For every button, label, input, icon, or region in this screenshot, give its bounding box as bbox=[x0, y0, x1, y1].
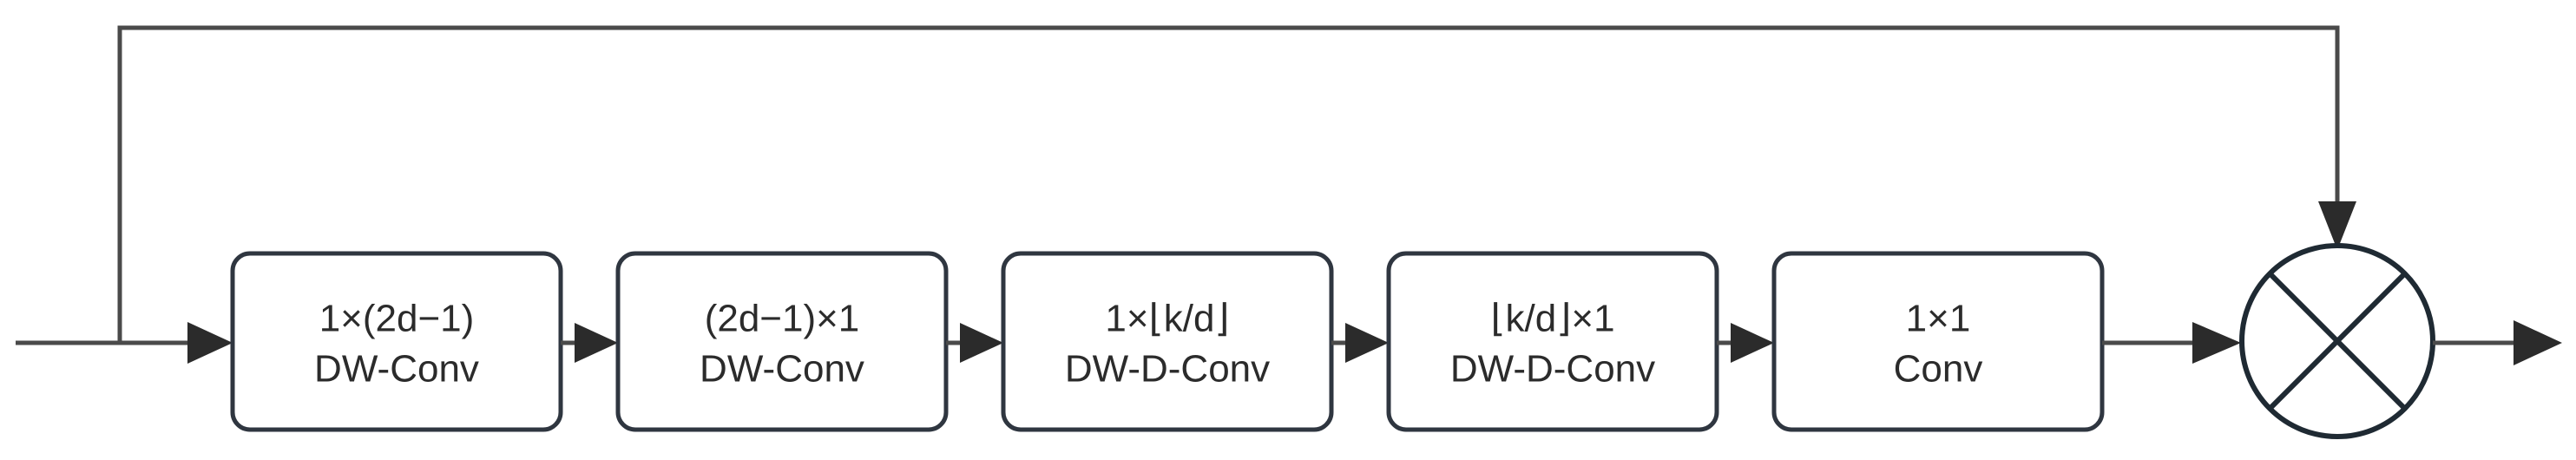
elementwise-multiply-node[interactable] bbox=[2239, 243, 2435, 439]
block-1[interactable]: 1×(2d−1) DW-Conv bbox=[230, 251, 563, 432]
block-2-label-line2: DW-Conv bbox=[700, 348, 864, 391]
block-2-label-line1: (2d−1)×1 bbox=[705, 298, 860, 340]
block-4[interactable]: ⌊k/d⌋×1 DW-D-Conv bbox=[1386, 251, 1719, 432]
block-3-rect[interactable] bbox=[1001, 251, 1334, 432]
block-5[interactable]: 1×1 Conv bbox=[1771, 251, 2105, 432]
block-1-rect[interactable] bbox=[230, 251, 563, 432]
block-5-label-line2: Conv bbox=[1894, 348, 1983, 391]
arrow-4-5 bbox=[1717, 323, 1774, 363]
block-2[interactable]: (2d−1)×1 DW-Conv bbox=[615, 251, 949, 432]
block-4-label-line1: ⌊k/d⌋×1 bbox=[1490, 298, 1614, 340]
multiply-cross-stroke-b bbox=[2267, 271, 2408, 411]
block-2-rect[interactable] bbox=[615, 251, 949, 432]
block-3-label-line2: DW-D-Conv bbox=[1065, 348, 1270, 391]
arrow-5-mul bbox=[2102, 322, 2241, 364]
skip-connection-path bbox=[117, 25, 2340, 343]
skip-arrow-into-multiply bbox=[2318, 201, 2356, 250]
arrow-1-2 bbox=[561, 323, 618, 363]
block-1-label-line1: 1×(2d−1) bbox=[319, 298, 475, 340]
arrow-3-4 bbox=[1331, 323, 1389, 363]
block-4-rect[interactable] bbox=[1386, 251, 1719, 432]
block-3-label-line1: 1×⌊k/d⌋ bbox=[1105, 298, 1229, 340]
block-5-label-line1: 1×1 bbox=[1906, 298, 1971, 340]
arrow-2-3 bbox=[946, 323, 1003, 363]
block-5-rect[interactable] bbox=[1771, 251, 2105, 432]
block-1-label-line2: DW-Conv bbox=[314, 348, 479, 391]
input-arrow bbox=[187, 322, 233, 364]
output-arrow bbox=[2433, 320, 2562, 365]
block-3[interactable]: 1×⌊k/d⌋ DW-D-Conv bbox=[1001, 251, 1334, 432]
block-4-label-line2: DW-D-Conv bbox=[1450, 348, 1655, 391]
